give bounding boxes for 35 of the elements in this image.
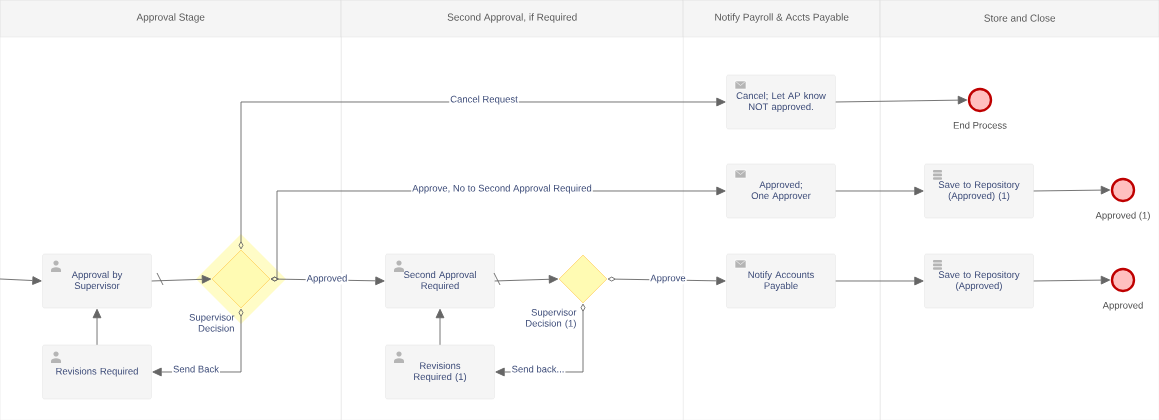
arrow: [435, 308, 445, 346]
end-event: Approved: [1102, 267, 1143, 311]
node-label: Approved (1): [1095, 211, 1150, 221]
arrow: [0, 276, 42, 285]
arrow: [92, 308, 102, 346]
edge-label: Approve: [649, 273, 687, 285]
arrow: [835, 276, 924, 286]
task-box: Notify Accounts Payable: [726, 253, 836, 309]
task-box: Save to Repository (Approved): [924, 253, 1034, 309]
task-box: Approved; One Approver: [726, 163, 836, 219]
task-box: Save to Repository (Approved) (1): [924, 163, 1034, 219]
arrow: [1033, 275, 1111, 285]
task-box: Second Approval Required: [385, 253, 495, 309]
edge-label: Approved: [305, 273, 349, 285]
node-label: End Process: [953, 121, 1007, 129]
edge-label: Approve, No to Second Approval Required: [411, 183, 593, 195]
task-box: Revisions Required: [42, 344, 152, 400]
node-label: Supervisor Decision (1): [526, 308, 577, 329]
arrow: [835, 95, 968, 105]
arrow: [151, 272, 212, 286]
arrow: [493, 272, 559, 286]
arrow: [238, 97, 726, 250]
arrow: [270, 276, 385, 286]
end-event: Approved (1): [1095, 177, 1150, 221]
edge-label: Send Back: [172, 364, 220, 374]
arrow: [1033, 185, 1111, 195]
node-label: Approved: [1102, 301, 1143, 311]
edge-label: Send back...: [510, 364, 566, 374]
end-event: End Process: [953, 87, 1007, 129]
edge-label: Cancel Request: [449, 94, 519, 106]
task-box: Cancel; Let AP know NOT approved.: [726, 74, 836, 130]
node-label: Decision: [198, 324, 234, 332]
task-box: Revisions Required (1): [385, 344, 495, 400]
arrow: [835, 186, 924, 196]
task-box: Approval by Supervisor: [42, 253, 152, 309]
